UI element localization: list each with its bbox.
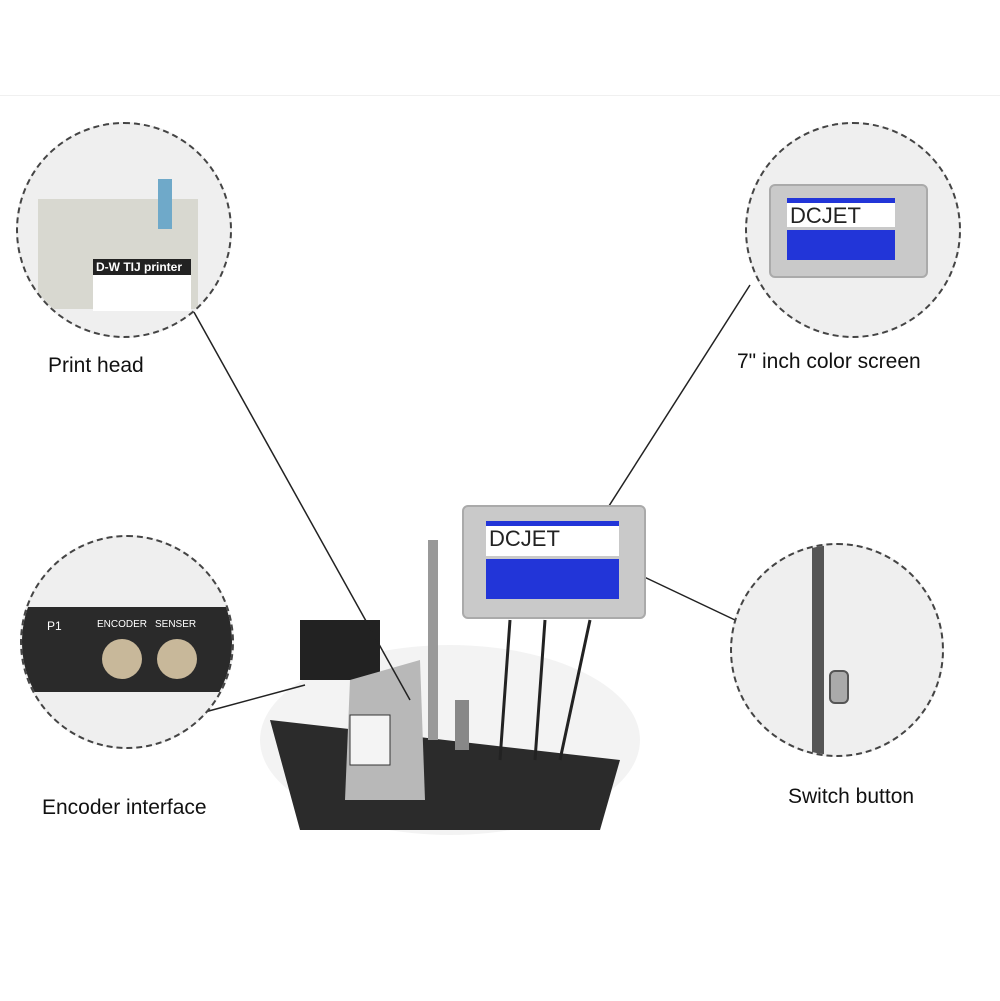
screen-label: 7" inch color screen (737, 350, 921, 373)
sensor (455, 700, 469, 750)
screen-leader (599, 284, 751, 521)
screen-closeup-buttons (787, 230, 895, 260)
switch-detail (730, 543, 944, 757)
clamp (300, 620, 380, 680)
switch-leader (639, 574, 736, 621)
print-head-leader (189, 304, 411, 701)
encoder-detail: P1 ENCODER SENSER (20, 535, 234, 749)
print-head-label: Print head (48, 354, 144, 377)
screen-buttons (486, 559, 619, 599)
encoder-leader (204, 684, 306, 713)
print-head-plate: D-W TIJ printer (93, 259, 191, 311)
port-senser-label: SENSER (155, 619, 197, 630)
cables (498, 619, 592, 761)
print-cartridge (349, 714, 391, 766)
screen-brand: DCJET (486, 521, 619, 556)
housing-edge (812, 545, 824, 755)
port-p1-label: P1 (47, 619, 62, 633)
mounting-pole (428, 540, 438, 740)
screen-detail: DCJET (745, 122, 961, 338)
screen-closeup: DCJET (769, 184, 928, 278)
plate-title: D-W TIJ printer (93, 259, 191, 275)
encoder-port (102, 639, 142, 679)
print-head-tab (158, 179, 172, 229)
controller-screen: DCJET (462, 505, 646, 619)
senser-port (157, 639, 197, 679)
encoder-label: Encoder interface (42, 796, 207, 819)
switch-button (829, 670, 849, 704)
print-head-detail: D-W TIJ printer (16, 122, 232, 338)
screen-closeup-brand: DCJET (787, 198, 895, 228)
port-panel: P1 ENCODER SENSER (22, 607, 232, 692)
port-encoder-label: ENCODER (97, 619, 148, 630)
switch-label: Switch button (788, 785, 915, 808)
